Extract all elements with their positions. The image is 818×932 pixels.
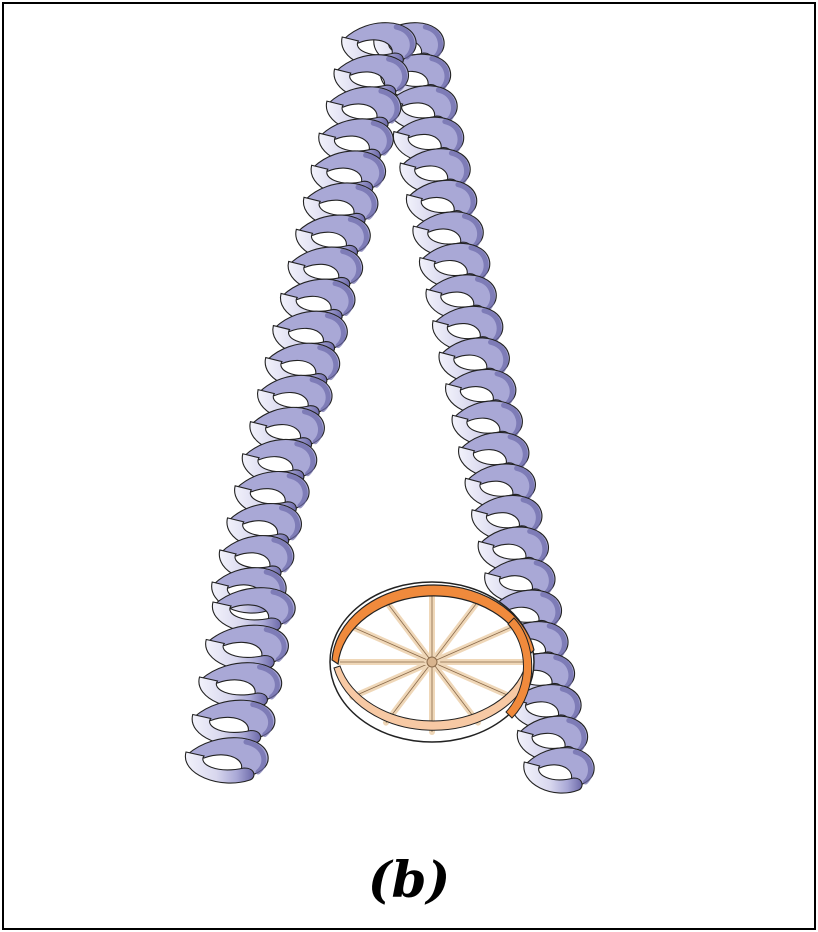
spoked-wheel-icon [330,582,534,742]
panel-label: (b) [0,852,818,908]
